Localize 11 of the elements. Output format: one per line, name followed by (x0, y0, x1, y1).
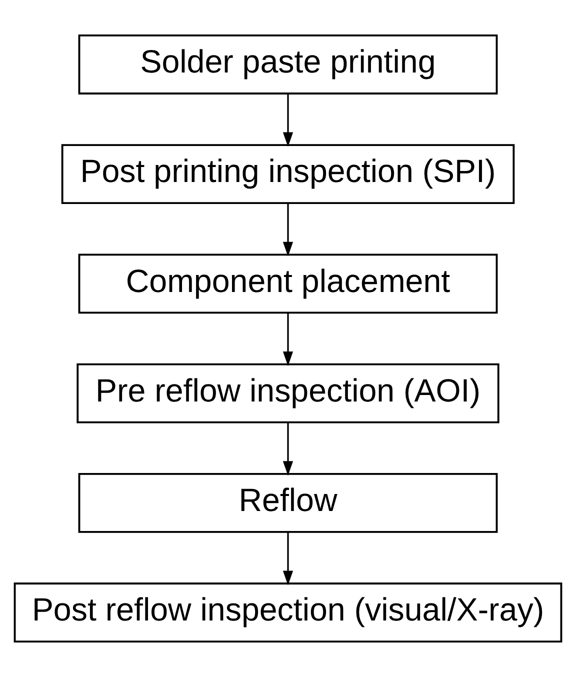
node-box: Pre reflow inspection (AOI) (76, 363, 500, 424)
node-box: Post printing inspection (SPI) (61, 144, 515, 204)
arrow (282, 313, 294, 366)
node-box: Post reflow inspection (visual/X-ray) (14, 582, 562, 643)
arrow (282, 532, 294, 586)
arrow (282, 204, 294, 256)
node-box: Solder paste printing (78, 34, 498, 94)
node-box: Reflow (78, 472, 498, 533)
node-box: Component placement (78, 254, 498, 314)
arrow (282, 422, 294, 476)
arrow (282, 94, 294, 147)
